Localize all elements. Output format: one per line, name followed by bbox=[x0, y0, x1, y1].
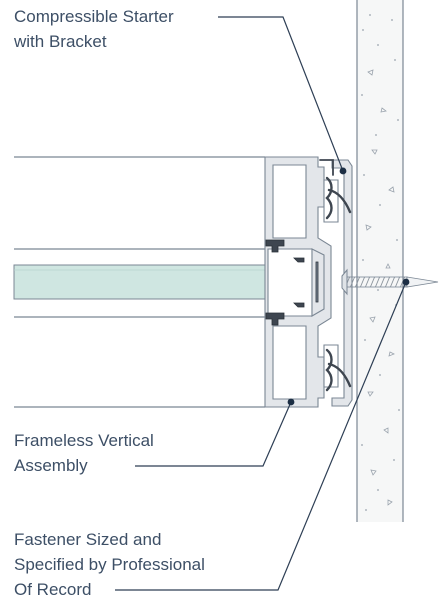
leader-dots bbox=[287, 167, 410, 406]
lower-panel bbox=[14, 316, 265, 408]
fastener-callout: Fastener Sized and Specified by Professi… bbox=[14, 527, 205, 602]
concrete-wall bbox=[356, 0, 404, 522]
fastener-dot bbox=[402, 278, 410, 286]
assembly-callout: Frameless Vertical Assembly bbox=[14, 428, 154, 478]
fastener-leader bbox=[115, 281, 407, 591]
glazing-gaskets bbox=[265, 239, 319, 326]
starter-callout-line2: with Bracket bbox=[14, 32, 107, 51]
starter-callout-line1: Compressible Starter bbox=[14, 7, 174, 26]
assembly-dot bbox=[287, 398, 295, 406]
fastener-callout-line3: Of Record bbox=[14, 580, 92, 599]
concrete-dots bbox=[361, 14, 400, 511]
assembly-callout-line2: Assembly bbox=[14, 456, 88, 475]
fastener-callout-line2: Specified by Professional bbox=[14, 555, 205, 574]
starter-leader bbox=[218, 16, 344, 172]
assembly-leader bbox=[135, 401, 292, 467]
aluminum-extrusion bbox=[264, 156, 332, 408]
assembly-callout-line1: Frameless Vertical bbox=[14, 431, 154, 450]
fastener-callout-line1: Fastener Sized and bbox=[14, 530, 162, 549]
starter-dot bbox=[339, 167, 347, 175]
starter-callout: Compressible Starter with Bracket bbox=[14, 4, 174, 54]
compressible-clips bbox=[319, 159, 352, 392]
concrete-speckle bbox=[365, 69, 395, 506]
glass-pane bbox=[13, 264, 307, 300]
upper-panel bbox=[14, 156, 265, 250]
leader-lines bbox=[115, 16, 407, 591]
